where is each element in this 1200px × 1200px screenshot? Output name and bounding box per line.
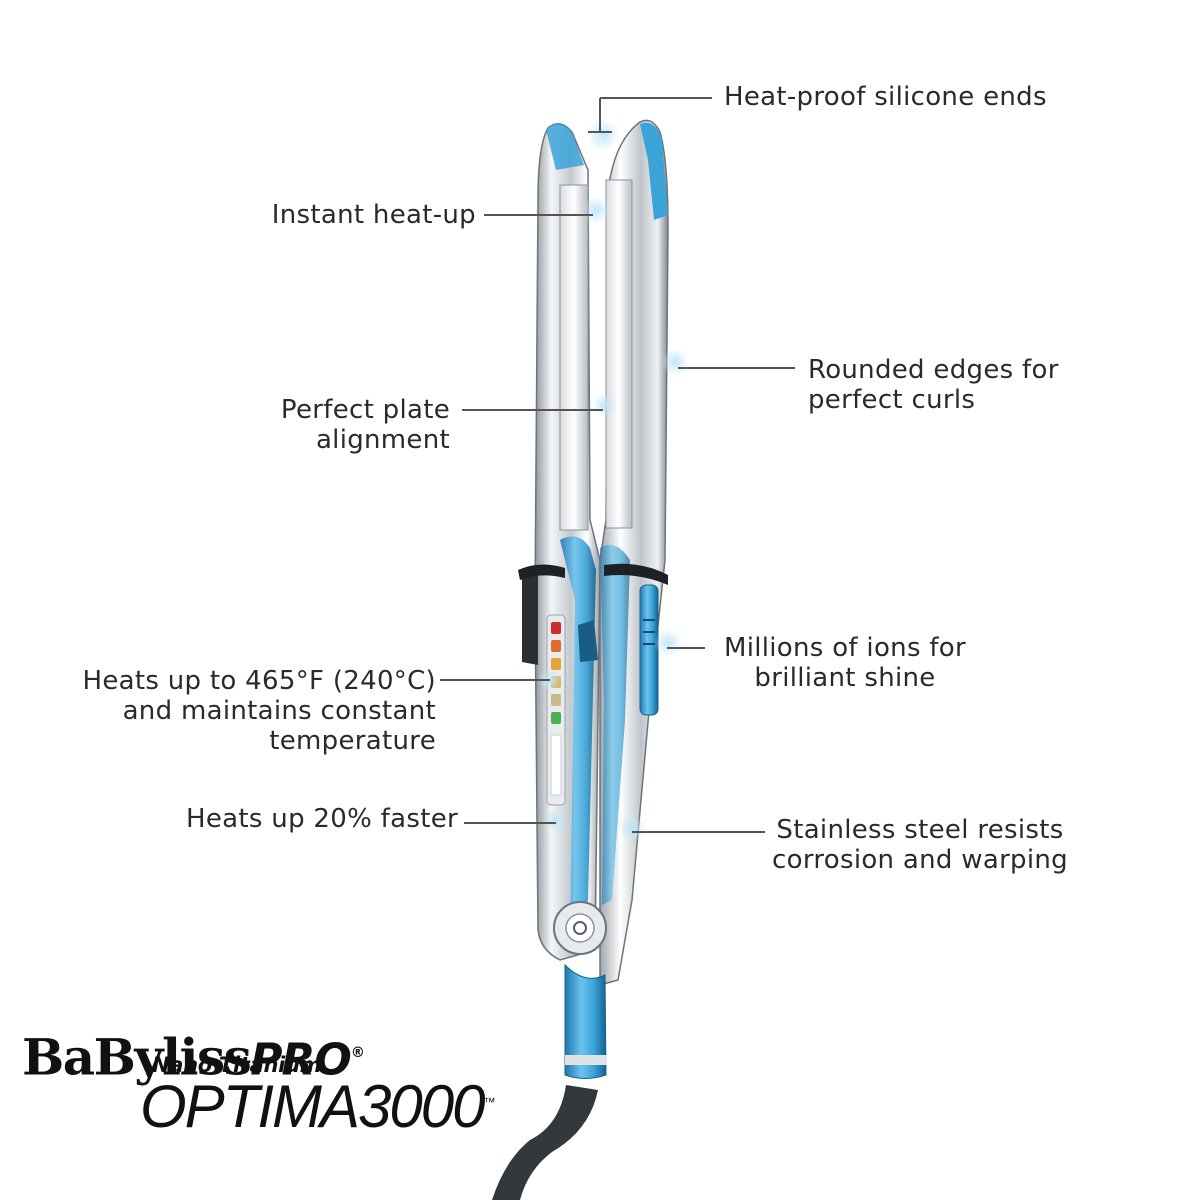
callout-rounded-edges: Rounded edges for perfect curls xyxy=(808,355,1059,415)
brand-name: BaBylissPRO® xyxy=(22,1027,365,1087)
callout-ions: Millions of ions for brilliant shine xyxy=(723,633,967,693)
callout-faster: Heats up 20% faster xyxy=(186,804,458,834)
power-button-icon xyxy=(553,901,607,955)
callout-stainless: Stainless steel resists corrosion and wa… xyxy=(772,815,1068,875)
brand-subline: Nano Titanium xyxy=(152,1053,322,1077)
callout-silicone-ends: Heat-proof silicone ends xyxy=(724,82,1047,112)
brand-model: OPTIMA3000™ xyxy=(140,1073,496,1140)
right-plate xyxy=(605,179,633,529)
temperature-indicator-icon xyxy=(546,614,566,806)
handle-collar xyxy=(564,963,607,1079)
ion-slider xyxy=(639,584,659,716)
callout-plate-alignment: Perfect plate alignment xyxy=(280,395,450,455)
callout-instant-heat: Instant heat-up xyxy=(271,200,476,230)
callout-heats-up-to: Heats up to 465°F (240°C) and maintains … xyxy=(82,666,436,756)
left-grip xyxy=(522,572,538,665)
left-plate xyxy=(559,184,589,531)
swivel-cord xyxy=(492,1085,598,1200)
brand-logo: BaBylissPRO® xyxy=(22,1025,365,1089)
right-silicone-tip xyxy=(640,122,668,220)
temp-dial xyxy=(578,620,598,662)
left-silicone-tip xyxy=(546,123,584,170)
